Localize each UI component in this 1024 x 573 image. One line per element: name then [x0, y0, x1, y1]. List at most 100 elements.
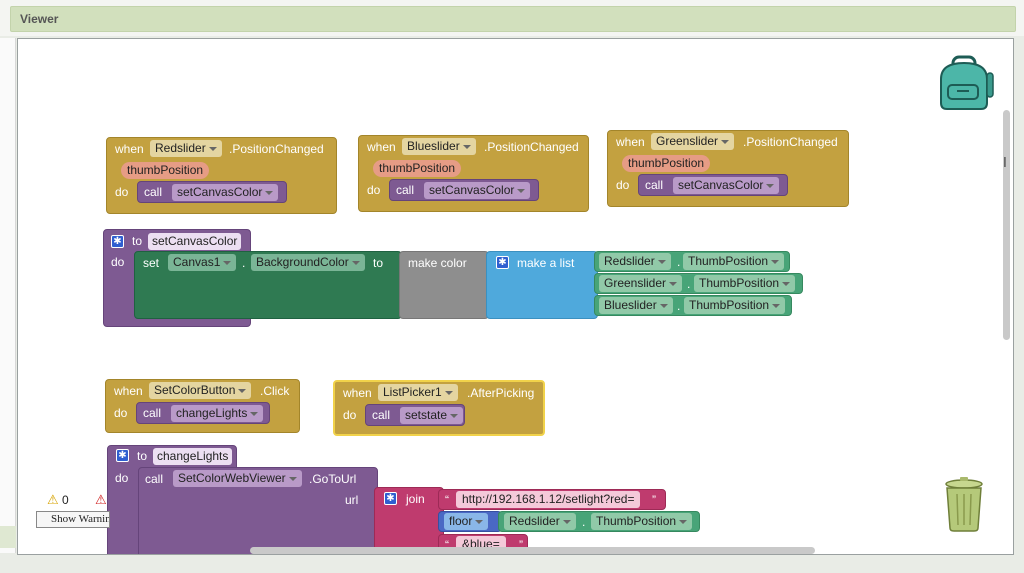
join-label: join [406, 492, 425, 506]
quote-close: ” [652, 493, 656, 507]
component-dropdown[interactable]: Blueslider [402, 138, 476, 155]
event-greenslider-position-changed[interactable]: when Greenslider .PositionChanged thumbP… [607, 130, 849, 207]
quote-open: “ [445, 493, 449, 507]
event-blueslider-position-changed[interactable]: when Blueslider .PositionChanged thumbPo… [358, 135, 589, 212]
property-dropdown[interactable]: ThumbPosition [591, 513, 693, 530]
param-thumbposition[interactable]: thumbPosition [622, 155, 711, 172]
floor-block[interactable]: floor [438, 511, 502, 532]
viewer-title: Viewer [20, 12, 59, 26]
text-string-url[interactable]: “ http://192.168.1.12/setlight?red= ” [438, 489, 666, 510]
call-setcanvascolor[interactable]: call setCanvasColor [638, 174, 788, 196]
left-panel-bar [0, 526, 16, 548]
to-label: to [132, 234, 143, 248]
gear-icon[interactable]: ✱ [116, 449, 129, 462]
procedure-dropdown[interactable]: setCanvasColor [673, 177, 780, 194]
backpack-icon[interactable] [935, 51, 995, 111]
join-block[interactable]: ✱ join [374, 487, 444, 554]
blocks-workspace[interactable]: when Redslider .PositionChanged thumbPos… [17, 38, 1014, 555]
event-listpicker1-afterpicking[interactable]: when ListPicker1 .AfterPicking do call s… [333, 380, 545, 436]
viewer-header-bar [10, 6, 1016, 32]
procedure-dropdown[interactable]: setCanvasColor [172, 184, 279, 201]
redslider-thumbposition[interactable]: Redslider . ThumbPosition [498, 511, 700, 532]
event-label: .Click [260, 384, 290, 398]
procedure-dropdown[interactable]: setstate [400, 407, 464, 424]
text-cursor-icon: I [1003, 156, 1007, 171]
component-dropdown[interactable]: Redslider [504, 513, 576, 530]
do-label: do [111, 255, 125, 269]
component-dropdown[interactable]: Redslider [599, 253, 671, 270]
component-dropdown[interactable]: Greenslider [599, 275, 683, 292]
warning-count: 0 [62, 493, 69, 507]
do-label: do [616, 178, 630, 192]
call-setcanvascolor[interactable]: call setCanvasColor [389, 179, 539, 201]
dot-label: . [677, 299, 681, 313]
event-redslider-position-changed[interactable]: when Redslider .PositionChanged thumbPos… [106, 137, 337, 214]
call-label: call [144, 185, 163, 199]
gear-icon[interactable]: ✱ [384, 492, 397, 505]
gear-icon[interactable]: ✱ [111, 235, 124, 248]
when-label: when [367, 140, 396, 154]
set-label: set [143, 256, 160, 270]
procedure-dropdown[interactable]: changeLights [171, 405, 264, 422]
show-warnings-button[interactable]: Show Warnings [36, 511, 110, 528]
dot-label: . [582, 515, 586, 529]
set-canvas-background-color[interactable]: set Canvas1 . BackgroundColor to [134, 251, 402, 319]
floor-dropdown[interactable]: floor [444, 513, 489, 530]
error-indicator[interactable]: ⚠ [95, 492, 107, 508]
component-dropdown[interactable]: Canvas1 [168, 254, 237, 271]
do-label: do [115, 471, 129, 485]
dot-label: . [687, 277, 691, 291]
property-dropdown[interactable]: ThumbPosition [683, 253, 785, 270]
do-label: do [114, 406, 128, 420]
component-dropdown[interactable]: Blueslider [599, 297, 673, 314]
make-color-label: make color [408, 256, 467, 270]
procedure-name[interactable]: changeLights [153, 448, 233, 465]
warning-icon: ⚠ [47, 492, 59, 507]
param-thumbposition[interactable]: thumbPosition [373, 160, 462, 177]
component-dropdown[interactable]: SetColorWebViewer [173, 470, 302, 487]
left-panel-strip [0, 38, 16, 553]
do-label: do [115, 185, 129, 199]
gear-icon[interactable]: ✱ [496, 256, 509, 269]
trash-icon[interactable] [942, 476, 986, 532]
event-setcolorbutton-click[interactable]: when SetColorButton .Click do call chang… [105, 379, 300, 433]
to-label: to [137, 449, 148, 463]
call-setstate[interactable]: call setstate [365, 404, 465, 426]
quote-close: ” [519, 538, 523, 552]
when-label: when [616, 135, 645, 149]
to-label: to [373, 256, 384, 270]
component-dropdown[interactable]: Redslider [150, 140, 222, 157]
call-setcolorwebviewer-gotourl[interactable]: call SetColorWebViewer .GoToUrl url [138, 467, 378, 554]
param-thumbposition[interactable]: thumbPosition [121, 162, 210, 179]
component-dropdown[interactable]: Greenslider [651, 133, 735, 150]
call-label: call [396, 183, 415, 197]
call-label: call [145, 472, 164, 486]
event-label: .PositionChanged [484, 140, 579, 154]
redslider-thumbposition[interactable]: Redslider . ThumbPosition [594, 251, 790, 272]
call-label: call [645, 178, 664, 192]
horizontal-scrollbar[interactable] [250, 547, 815, 554]
procedure-dropdown[interactable]: setCanvasColor [424, 182, 531, 199]
procedure-name[interactable]: setCanvasColor [148, 233, 242, 250]
component-dropdown[interactable]: ListPicker1 [378, 384, 458, 401]
component-dropdown[interactable]: SetColorButton [149, 382, 252, 399]
do-label: do [367, 183, 381, 197]
warning-indicator[interactable]: ⚠ 0 [47, 492, 69, 508]
blueslider-thumbposition[interactable]: Blueslider . ThumbPosition [594, 295, 792, 316]
property-dropdown[interactable]: ThumbPosition [684, 297, 786, 314]
viewer-header: Viewer [0, 0, 1024, 36]
property-dropdown[interactable]: BackgroundColor [251, 254, 365, 271]
call-label: call [372, 408, 391, 422]
call-setcanvascolor[interactable]: call setCanvasColor [137, 181, 287, 203]
make-list-label: make a list [517, 256, 575, 270]
vertical-scrollbar[interactable] [1003, 110, 1010, 340]
make-color-block[interactable]: make color [399, 251, 489, 319]
property-dropdown[interactable]: ThumbPosition [694, 275, 796, 292]
call-changelights[interactable]: call changeLights [136, 402, 270, 424]
string-value[interactable]: http://192.168.1.12/setlight?red= [456, 491, 641, 508]
make-a-list-block[interactable]: ✱ make a list [486, 251, 598, 319]
when-label: when [115, 142, 144, 156]
greenslider-thumbposition[interactable]: Greenslider . ThumbPosition [594, 273, 803, 294]
error-icon: ⚠ [95, 492, 107, 507]
